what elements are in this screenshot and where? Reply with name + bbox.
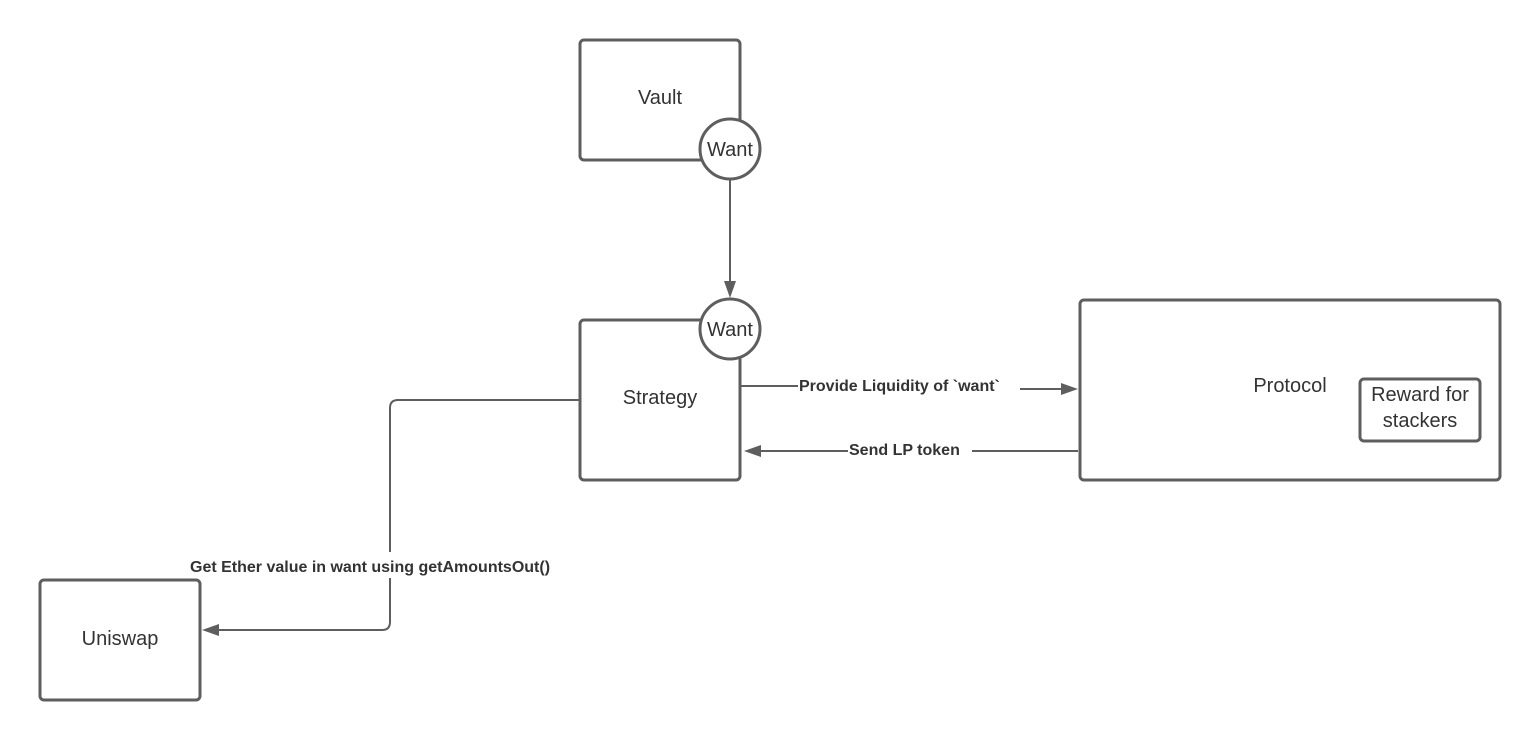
strategy-want-token: Want: [698, 297, 762, 361]
vault-want-label: Want: [707, 139, 753, 161]
reward-for-stackers-node: Reward for stackers: [1358, 377, 1482, 443]
strategy-node: Strategy: [578, 318, 742, 482]
reward-label-line2: stackers: [1383, 410, 1457, 432]
edge-send-lp-token: Send LP token: [744, 442, 1078, 459]
uniswap-label: Uniswap: [82, 628, 159, 650]
reward-label-line1: Reward for: [1371, 384, 1469, 406]
strategy-want-label: Want: [707, 319, 753, 341]
edge-label-get-ether-value: Get Ether value in want using getAmounts…: [190, 559, 550, 576]
vault-want-token: Want: [698, 117, 762, 181]
edge-vault-to-strategy: [724, 180, 736, 298]
vault-label: Vault: [638, 87, 683, 109]
protocol-label: Protocol: [1253, 375, 1326, 397]
edge-label-provide-liquidity: Provide Liquidity of `want`: [799, 378, 1000, 395]
vault-node: Vault: [578, 38, 742, 162]
uniswap-node: Uniswap: [38, 578, 202, 702]
edge-provide-liquidity: Provide Liquidity of `want`: [741, 378, 1078, 395]
strategy-label: Strategy: [623, 387, 697, 409]
edge-label-send-lp-token: Send LP token: [849, 442, 960, 459]
edge-get-ether-value: Get Ether value in want using getAmounts…: [190, 399, 579, 636]
